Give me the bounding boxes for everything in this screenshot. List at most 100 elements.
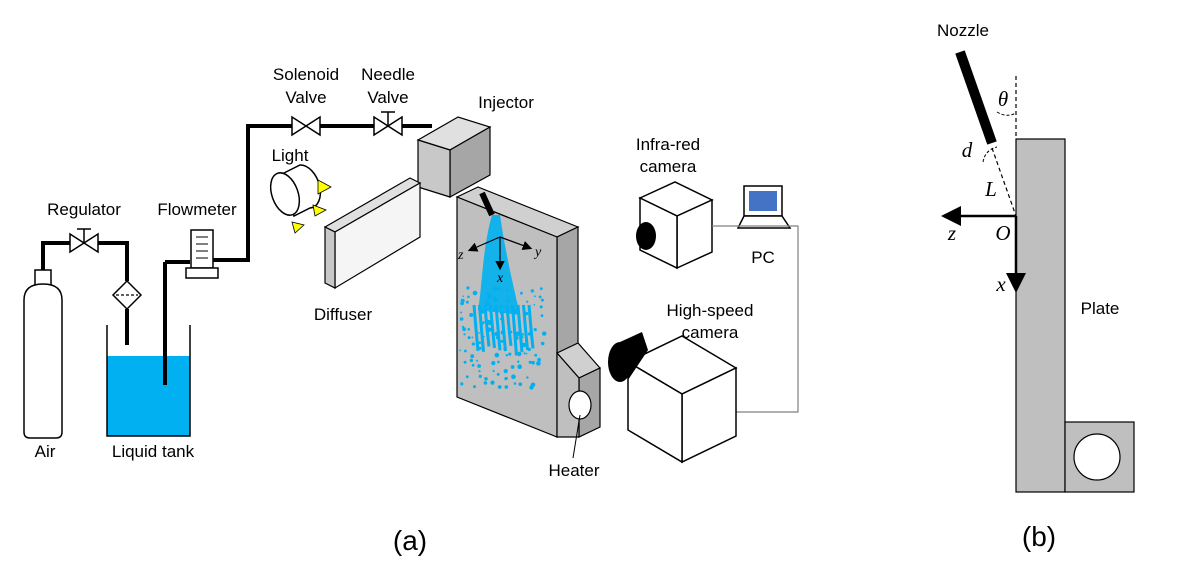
solenoid-label-2: Valve — [285, 88, 326, 107]
infrared-label-2: camera — [640, 157, 697, 176]
spray-droplet — [486, 292, 489, 295]
spray-droplet — [461, 325, 465, 328]
liquid-tank — [106, 262, 191, 437]
spray-droplet — [462, 295, 465, 298]
spray-droplet — [508, 352, 512, 356]
spray-ligament — [516, 304, 524, 353]
spray-droplet — [459, 349, 461, 352]
L-label: L — [984, 177, 997, 201]
spray-droplet — [483, 381, 488, 385]
spray-droplet — [473, 385, 476, 389]
spray-droplet — [487, 320, 493, 326]
spray-droplet — [500, 339, 504, 343]
spray-droplet — [495, 336, 499, 340]
panel-a: Air Regulator Liquid tank — [23, 65, 799, 556]
spray-droplet — [511, 374, 516, 380]
pc-laptop — [736, 185, 792, 229]
plate-label: Plate — [1081, 299, 1120, 318]
spray-ligament — [511, 304, 518, 356]
spray-droplet — [528, 360, 532, 364]
axis-y-label: y — [533, 245, 542, 260]
spray-droplet — [460, 311, 463, 314]
spray-droplet — [506, 299, 510, 302]
spray-droplet — [499, 317, 503, 321]
needle-valve — [373, 111, 403, 137]
injector-label: Injector — [478, 93, 534, 112]
heater-label: Heater — [548, 461, 599, 480]
needle-label-2: Valve — [367, 88, 408, 107]
spray-droplet — [527, 332, 532, 336]
axis-z-label: z — [457, 248, 464, 263]
spray-droplet — [465, 375, 469, 379]
infrared-label-1: Infra-red — [636, 135, 700, 154]
panel-b: Plate Nozzle θ d L z O x (b) — [937, 21, 1135, 552]
liquid-tank-label: Liquid tank — [112, 442, 195, 461]
spray-ligament — [505, 304, 513, 347]
spray-droplet — [503, 347, 507, 351]
spray-droplet — [526, 376, 529, 379]
panel-a-caption: (a) — [393, 525, 427, 556]
spray-droplet — [463, 360, 467, 364]
spray-droplet — [521, 342, 527, 348]
filter — [111, 279, 143, 311]
spray-droplet — [497, 360, 500, 364]
spray-droplet — [478, 346, 482, 350]
origin-label: O — [995, 221, 1010, 245]
spray-ligament — [500, 304, 507, 352]
spray-droplet — [494, 352, 500, 358]
spray-droplet — [460, 298, 465, 303]
spray-droplet — [531, 360, 535, 365]
spray-droplet — [487, 327, 492, 332]
z-label-b: z — [947, 221, 956, 245]
spray-droplet — [486, 298, 490, 301]
spray-droplet — [499, 311, 503, 315]
spray-droplet — [467, 295, 470, 299]
spray-droplet — [539, 287, 543, 291]
x-label-b: x — [995, 272, 1006, 296]
spray-droplet — [469, 358, 474, 363]
spray-droplet — [497, 286, 501, 291]
plate — [1015, 138, 1066, 493]
spray-droplet — [496, 372, 500, 376]
spray-droplet — [478, 374, 482, 378]
spray-droplet — [540, 341, 545, 346]
spray — [459, 215, 547, 390]
spray-droplet — [523, 352, 526, 355]
spray-droplet — [494, 331, 499, 337]
spray-droplet — [475, 317, 477, 320]
spray-droplet — [482, 321, 485, 324]
spray-droplet — [513, 309, 518, 314]
spray-droplet — [534, 353, 538, 357]
spray-droplet — [539, 305, 543, 309]
spray-droplet — [530, 289, 534, 293]
spray-droplet — [529, 331, 532, 333]
spray-droplet — [540, 314, 544, 317]
pc-label: PC — [751, 248, 775, 267]
spray-droplet — [467, 336, 471, 340]
regulator-label: Regulator — [47, 200, 121, 219]
spray-droplet — [460, 382, 464, 386]
spray-droplet — [485, 301, 490, 307]
highspeed-label-2: camera — [682, 323, 739, 342]
spray-droplet — [490, 380, 495, 385]
theta-label: θ — [998, 87, 1008, 111]
spray-droplet — [493, 297, 498, 303]
solenoid-valve — [291, 115, 321, 137]
spray-droplet — [471, 336, 474, 339]
air-cylinder — [23, 269, 63, 439]
spray-ligament — [527, 304, 535, 349]
spray-droplet — [517, 351, 522, 357]
spray-ligament — [472, 304, 480, 352]
spray-droplet — [517, 360, 520, 363]
spray-ligament — [522, 304, 529, 351]
spray-droplet — [540, 298, 544, 302]
spray-droplet — [538, 295, 542, 299]
flowmeter-label: Flowmeter — [157, 200, 237, 219]
spray-droplet — [525, 352, 528, 355]
air-label: Air — [35, 442, 56, 461]
spray-droplet — [465, 301, 468, 304]
spray-droplet — [504, 385, 509, 389]
spray-droplet — [533, 303, 536, 306]
spray-droplet — [521, 336, 524, 339]
